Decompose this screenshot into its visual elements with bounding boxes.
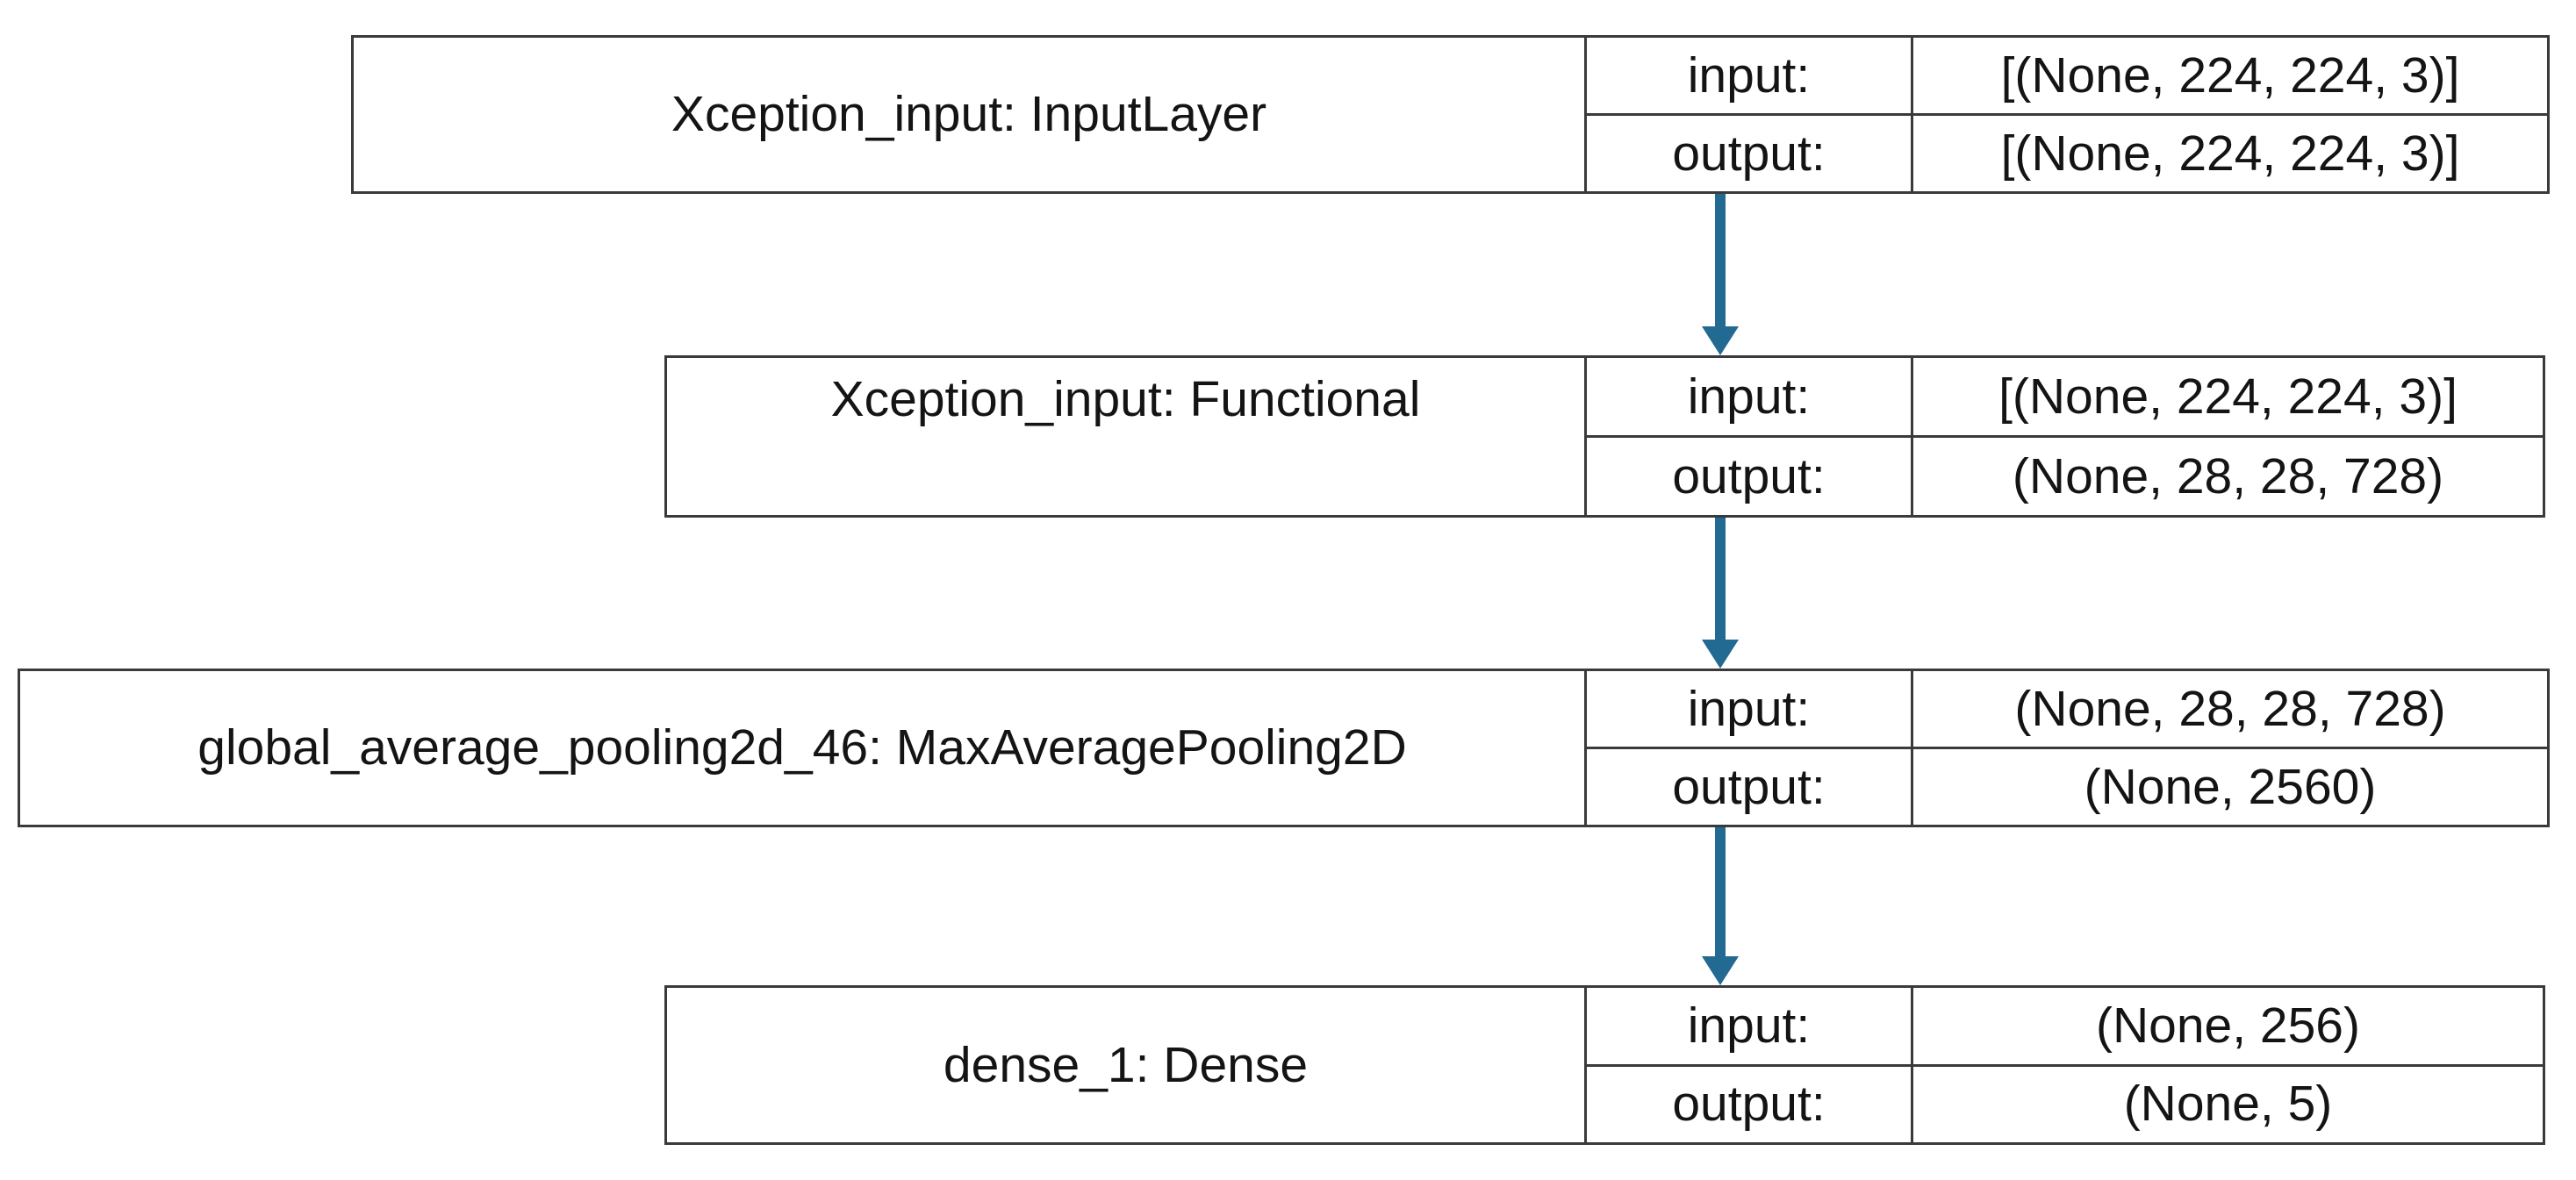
input-shape: [(None, 224, 224, 3)] bbox=[1913, 358, 2543, 438]
layer-node-dense: dense_1: Dense input: output: (None, 256… bbox=[664, 985, 2545, 1145]
arrowhead-icon bbox=[1702, 956, 1739, 985]
layer-title: global_average_pooling2d_46: MaxAverageP… bbox=[197, 719, 1407, 776]
connector-arrow-down bbox=[1702, 194, 1739, 355]
connector-arrow-down bbox=[1702, 827, 1739, 985]
connector-arrow-down bbox=[1702, 518, 1739, 669]
input-shape: (None, 256) bbox=[1913, 988, 2543, 1067]
layer-title-cell: Xception_input: InputLayer bbox=[354, 38, 1587, 191]
input-shape: (None, 28, 28, 728) bbox=[1913, 671, 2547, 749]
arrowhead-icon bbox=[1702, 326, 1739, 355]
layer-node-input-layer: Xception_input: InputLayer input: output… bbox=[351, 35, 2550, 194]
output-shape: (None, 5) bbox=[2123, 1076, 2333, 1133]
io-value-column: [(None, 224, 224, 3)] (None, 28, 28, 728… bbox=[1913, 358, 2543, 515]
layer-title-cell: dense_1: Dense bbox=[667, 988, 1587, 1142]
io-value-column: [(None, 224, 224, 3)] [(None, 224, 224, … bbox=[1913, 38, 2547, 191]
output-shape: [(None, 224, 224, 3)] bbox=[2000, 125, 2460, 182]
arrow-shaft bbox=[1715, 827, 1726, 956]
output-label: output: bbox=[1672, 1076, 1826, 1133]
input-label: input: bbox=[1587, 358, 1911, 438]
arrow-shaft bbox=[1715, 194, 1726, 326]
io-label-column: input: output: bbox=[1587, 38, 1913, 191]
input-label: input: bbox=[1587, 671, 1911, 749]
arrow-shaft bbox=[1715, 518, 1726, 640]
layer-title-cell: Xception_input: Functional bbox=[667, 358, 1587, 515]
arrowhead-icon bbox=[1702, 640, 1739, 669]
input-label: input: bbox=[1587, 38, 1911, 116]
output-label: output: bbox=[1672, 758, 1826, 815]
input-shape: [(None, 224, 224, 3)] bbox=[1913, 38, 2547, 116]
io-value-column: (None, 256) (None, 5) bbox=[1913, 988, 2543, 1142]
layer-node-functional: Xception_input: Functional input: output… bbox=[664, 355, 2545, 518]
output-shape: (None, 28, 28, 728) bbox=[2012, 447, 2444, 504]
layer-title: Xception_input: InputLayer bbox=[671, 86, 1267, 143]
layer-title: dense_1: Dense bbox=[943, 1036, 1309, 1093]
io-label-column: input: output: bbox=[1587, 988, 1913, 1142]
input-label: input: bbox=[1587, 988, 1911, 1067]
layer-node-global-average-pooling: global_average_pooling2d_46: MaxAverageP… bbox=[18, 669, 2550, 827]
layer-title: Xception_input: Functional bbox=[830, 371, 1421, 427]
layer-title-cell: global_average_pooling2d_46: MaxAverageP… bbox=[20, 671, 1587, 825]
output-label: output: bbox=[1672, 125, 1826, 182]
io-label-column: input: output: bbox=[1587, 358, 1913, 515]
output-shape: (None, 2560) bbox=[2084, 758, 2377, 815]
output-label: output: bbox=[1672, 447, 1826, 504]
io-value-column: (None, 28, 28, 728) (None, 2560) bbox=[1913, 671, 2547, 825]
io-label-column: input: output: bbox=[1587, 671, 1913, 825]
